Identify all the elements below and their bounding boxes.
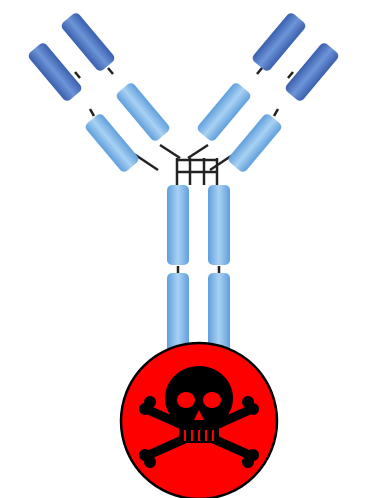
fc-stem <box>167 185 230 353</box>
fc-left-lower <box>167 273 189 353</box>
heavy-chain-left-upper <box>60 11 117 73</box>
right-arm <box>196 11 341 174</box>
heavy-chain-left-lower <box>115 81 172 143</box>
toxic-payload <box>121 343 277 498</box>
heavy-chain-right-upper <box>251 11 308 73</box>
light-chain-right-lower <box>227 112 284 174</box>
fc-right-lower <box>208 273 230 353</box>
heavy-chain-right-lower <box>196 81 253 143</box>
light-chain-left-lower <box>84 112 141 174</box>
light-chain-left-upper <box>27 41 84 103</box>
fc-left-upper <box>167 185 189 265</box>
left-arm <box>27 11 172 174</box>
fc-right-upper <box>208 185 230 265</box>
